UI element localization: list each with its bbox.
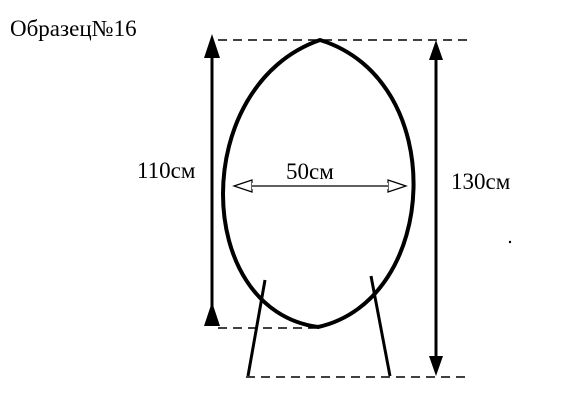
left-height-label: 110см bbox=[137, 158, 196, 183]
left-arrow-down-icon bbox=[204, 302, 220, 326]
width-arrow-left-icon bbox=[232, 179, 253, 193]
leaf-shape bbox=[221, 37, 416, 330]
sample-title: Образец№16 bbox=[10, 16, 137, 41]
right-arrow-down-icon bbox=[429, 356, 443, 376]
width-dimension bbox=[232, 179, 408, 193]
width-label: 50см bbox=[286, 159, 334, 184]
left-arrow-up-icon bbox=[204, 34, 220, 58]
stray-dot bbox=[508, 240, 512, 244]
right-arrow-up-icon bbox=[429, 40, 443, 60]
stand-leg-right bbox=[369, 275, 392, 377]
right-height-label: 130см bbox=[451, 169, 511, 194]
left-height-dimension bbox=[204, 34, 220, 326]
width-arrow-right-icon bbox=[387, 179, 408, 193]
reference-lines bbox=[218, 39, 468, 378]
right-height-dimension bbox=[429, 40, 443, 376]
